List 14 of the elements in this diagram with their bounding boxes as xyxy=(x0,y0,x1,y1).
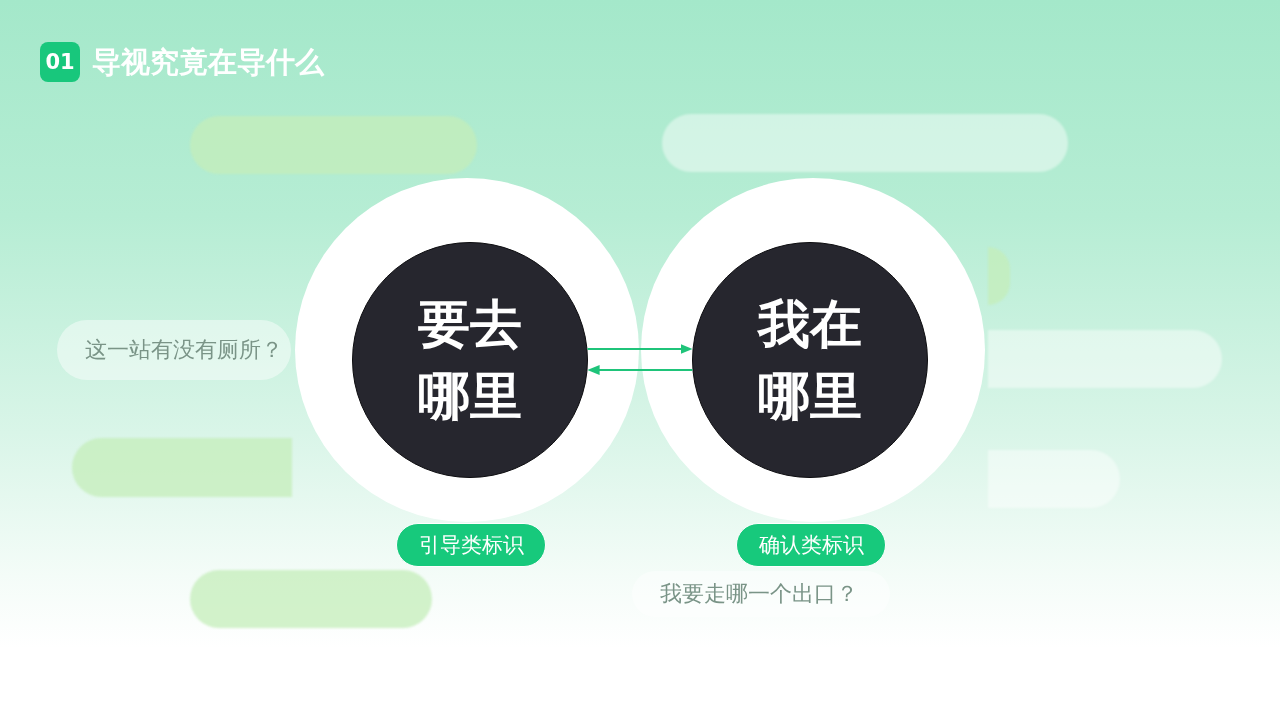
blurred-bubble xyxy=(72,438,292,497)
arrow xyxy=(587,365,694,375)
blurred-bubble xyxy=(988,247,1010,305)
speech-bubble: 这一站有没有厕所？ xyxy=(57,320,291,380)
circle-label: 要去哪里 xyxy=(417,293,523,428)
number-badge: 01 xyxy=(40,42,80,82)
blurred-bubble xyxy=(190,570,432,628)
category-tag: 确认类标识 xyxy=(736,523,886,567)
circle-label: 我在哪里 xyxy=(756,293,863,428)
blurred-bubble xyxy=(662,114,1068,172)
blurred-bubble xyxy=(988,330,1222,388)
category-tag: 引导类标识 xyxy=(396,523,546,567)
title: 导视究竟在导什么 xyxy=(92,44,324,81)
arrow xyxy=(586,344,693,354)
